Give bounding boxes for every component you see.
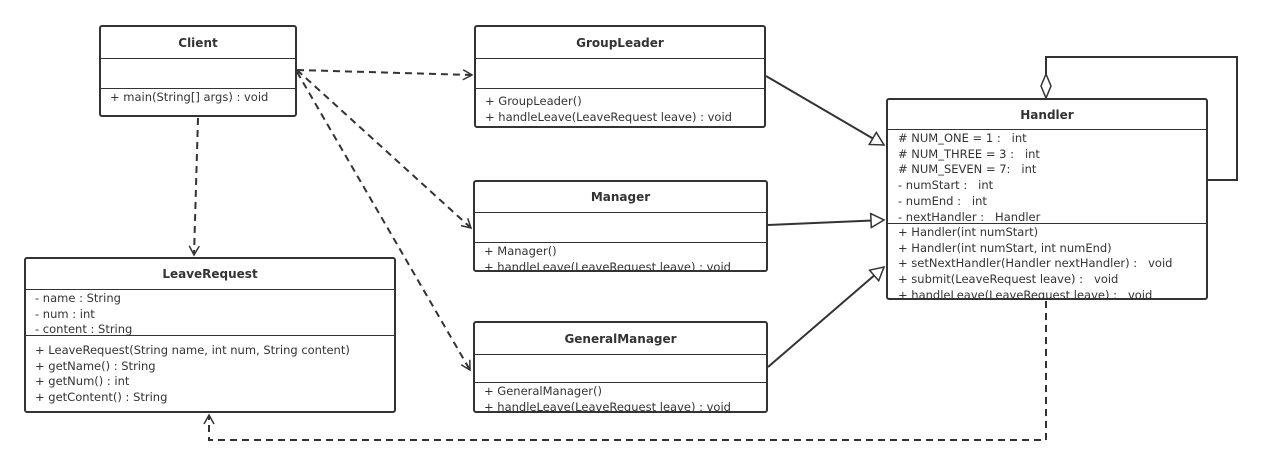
- attribute: - num : int: [35, 306, 95, 321]
- attributes-section: [476, 59, 764, 89]
- method: + handleLeave(LeaveRequest leave) : void: [484, 399, 731, 413]
- attribute: - name : String: [35, 291, 121, 305]
- attributes-section: [475, 355, 766, 383]
- attributes-section: - name : String - num : int - content : …: [26, 290, 394, 336]
- class-manager[interactable]: Manager + Manager() + handleLeave(LeaveR…: [473, 180, 768, 272]
- class-generalmanager[interactable]: GeneralManager + GeneralManager() + hand…: [473, 321, 768, 413]
- methods-section: + Handler(int numStart) + Handler(int nu…: [888, 224, 1206, 298]
- method: + main(String[] args) : void: [110, 90, 269, 104]
- method: + submit(LeaveRequest leave) : void: [898, 272, 1119, 287]
- dep-client-groupleader: [296, 69, 474, 81]
- methods-section: + GroupLeader() + handleLeave(LeaveReque…: [476, 89, 764, 128]
- method: + LeaveRequest(String name, int num, Str…: [35, 343, 350, 357]
- attribute: # NUM_THREE = 3 : int: [898, 146, 1040, 161]
- class-name: Client: [101, 27, 295, 59]
- gen-generalmanager-handler: [767, 267, 884, 368]
- method: + setNextHandler(Handler nextHandler) : …: [898, 256, 1173, 271]
- gen-groupleader-handler: [765, 75, 884, 146]
- class-name: Manager: [475, 182, 766, 213]
- attributes-section: [101, 59, 295, 89]
- method: + getName() : String: [35, 358, 156, 373]
- agg-handler-self: [1045, 56, 1238, 181]
- class-groupleader[interactable]: GroupLeader + GroupLeader() + handleLeav…: [474, 25, 766, 128]
- attribute: - numStart : int: [898, 178, 994, 193]
- dep-client-leaverequest: [188, 117, 200, 257]
- attributes-section: [475, 213, 766, 243]
- method: + handleLeave(LeaveRequest leave) : void: [485, 109, 732, 124]
- class-leaverequest[interactable]: LeaveRequest - name : String - num : int…: [24, 257, 396, 413]
- class-name: GeneralManager: [475, 323, 766, 355]
- methods-section: + main(String[] args) : void: [101, 89, 295, 117]
- method: + Handler(int numStart, int numEnd): [898, 240, 1112, 255]
- class-client[interactable]: Client + main(String[] args) : void: [99, 25, 297, 117]
- aggregation-diamond-icon: [1040, 72, 1052, 100]
- method: + handleLeave(LeaveRequest leave) : void: [898, 287, 1153, 298]
- method: + Handler(int numStart): [898, 225, 1039, 239]
- method: + GeneralManager(): [484, 384, 602, 398]
- dep-handler-leaverequest: [203, 301, 1047, 441]
- attributes-section: # NUM_ONE = 1 : int # NUM_THREE = 3 : in…: [888, 130, 1206, 224]
- dep-client-generalmanager: [296, 71, 471, 372]
- method: + GroupLeader(): [485, 94, 582, 108]
- class-name: GroupLeader: [476, 27, 764, 59]
- methods-section: + GeneralManager() + handleLeave(LeaveRe…: [475, 383, 766, 413]
- attribute: - numEnd : int: [898, 193, 987, 208]
- class-handler[interactable]: Handler # NUM_ONE = 1 : int # NUM_THREE …: [886, 98, 1208, 300]
- class-name: Handler: [888, 100, 1206, 130]
- method: + getContent() : String: [35, 390, 168, 405]
- gen-manager-handler: [767, 220, 884, 225]
- method: + getNum() : int: [35, 374, 130, 389]
- methods-section: + LeaveRequest(String name, int num, Str…: [26, 336, 394, 411]
- methods-section: + Manager() + handleLeave(LeaveRequest l…: [475, 243, 766, 272]
- attribute: - content : String: [35, 322, 133, 336]
- method: + handleLeave(LeaveRequest leave) : void: [484, 259, 731, 272]
- dep-client-manager: [296, 69, 473, 230]
- attribute: - nextHandler : Handler: [898, 209, 1041, 224]
- method: + Manager(): [484, 244, 557, 258]
- attribute: # NUM_SEVEN = 7: int: [898, 162, 1037, 177]
- class-name: LeaveRequest: [26, 259, 394, 290]
- attribute: # NUM_ONE = 1 : int: [898, 131, 1027, 145]
